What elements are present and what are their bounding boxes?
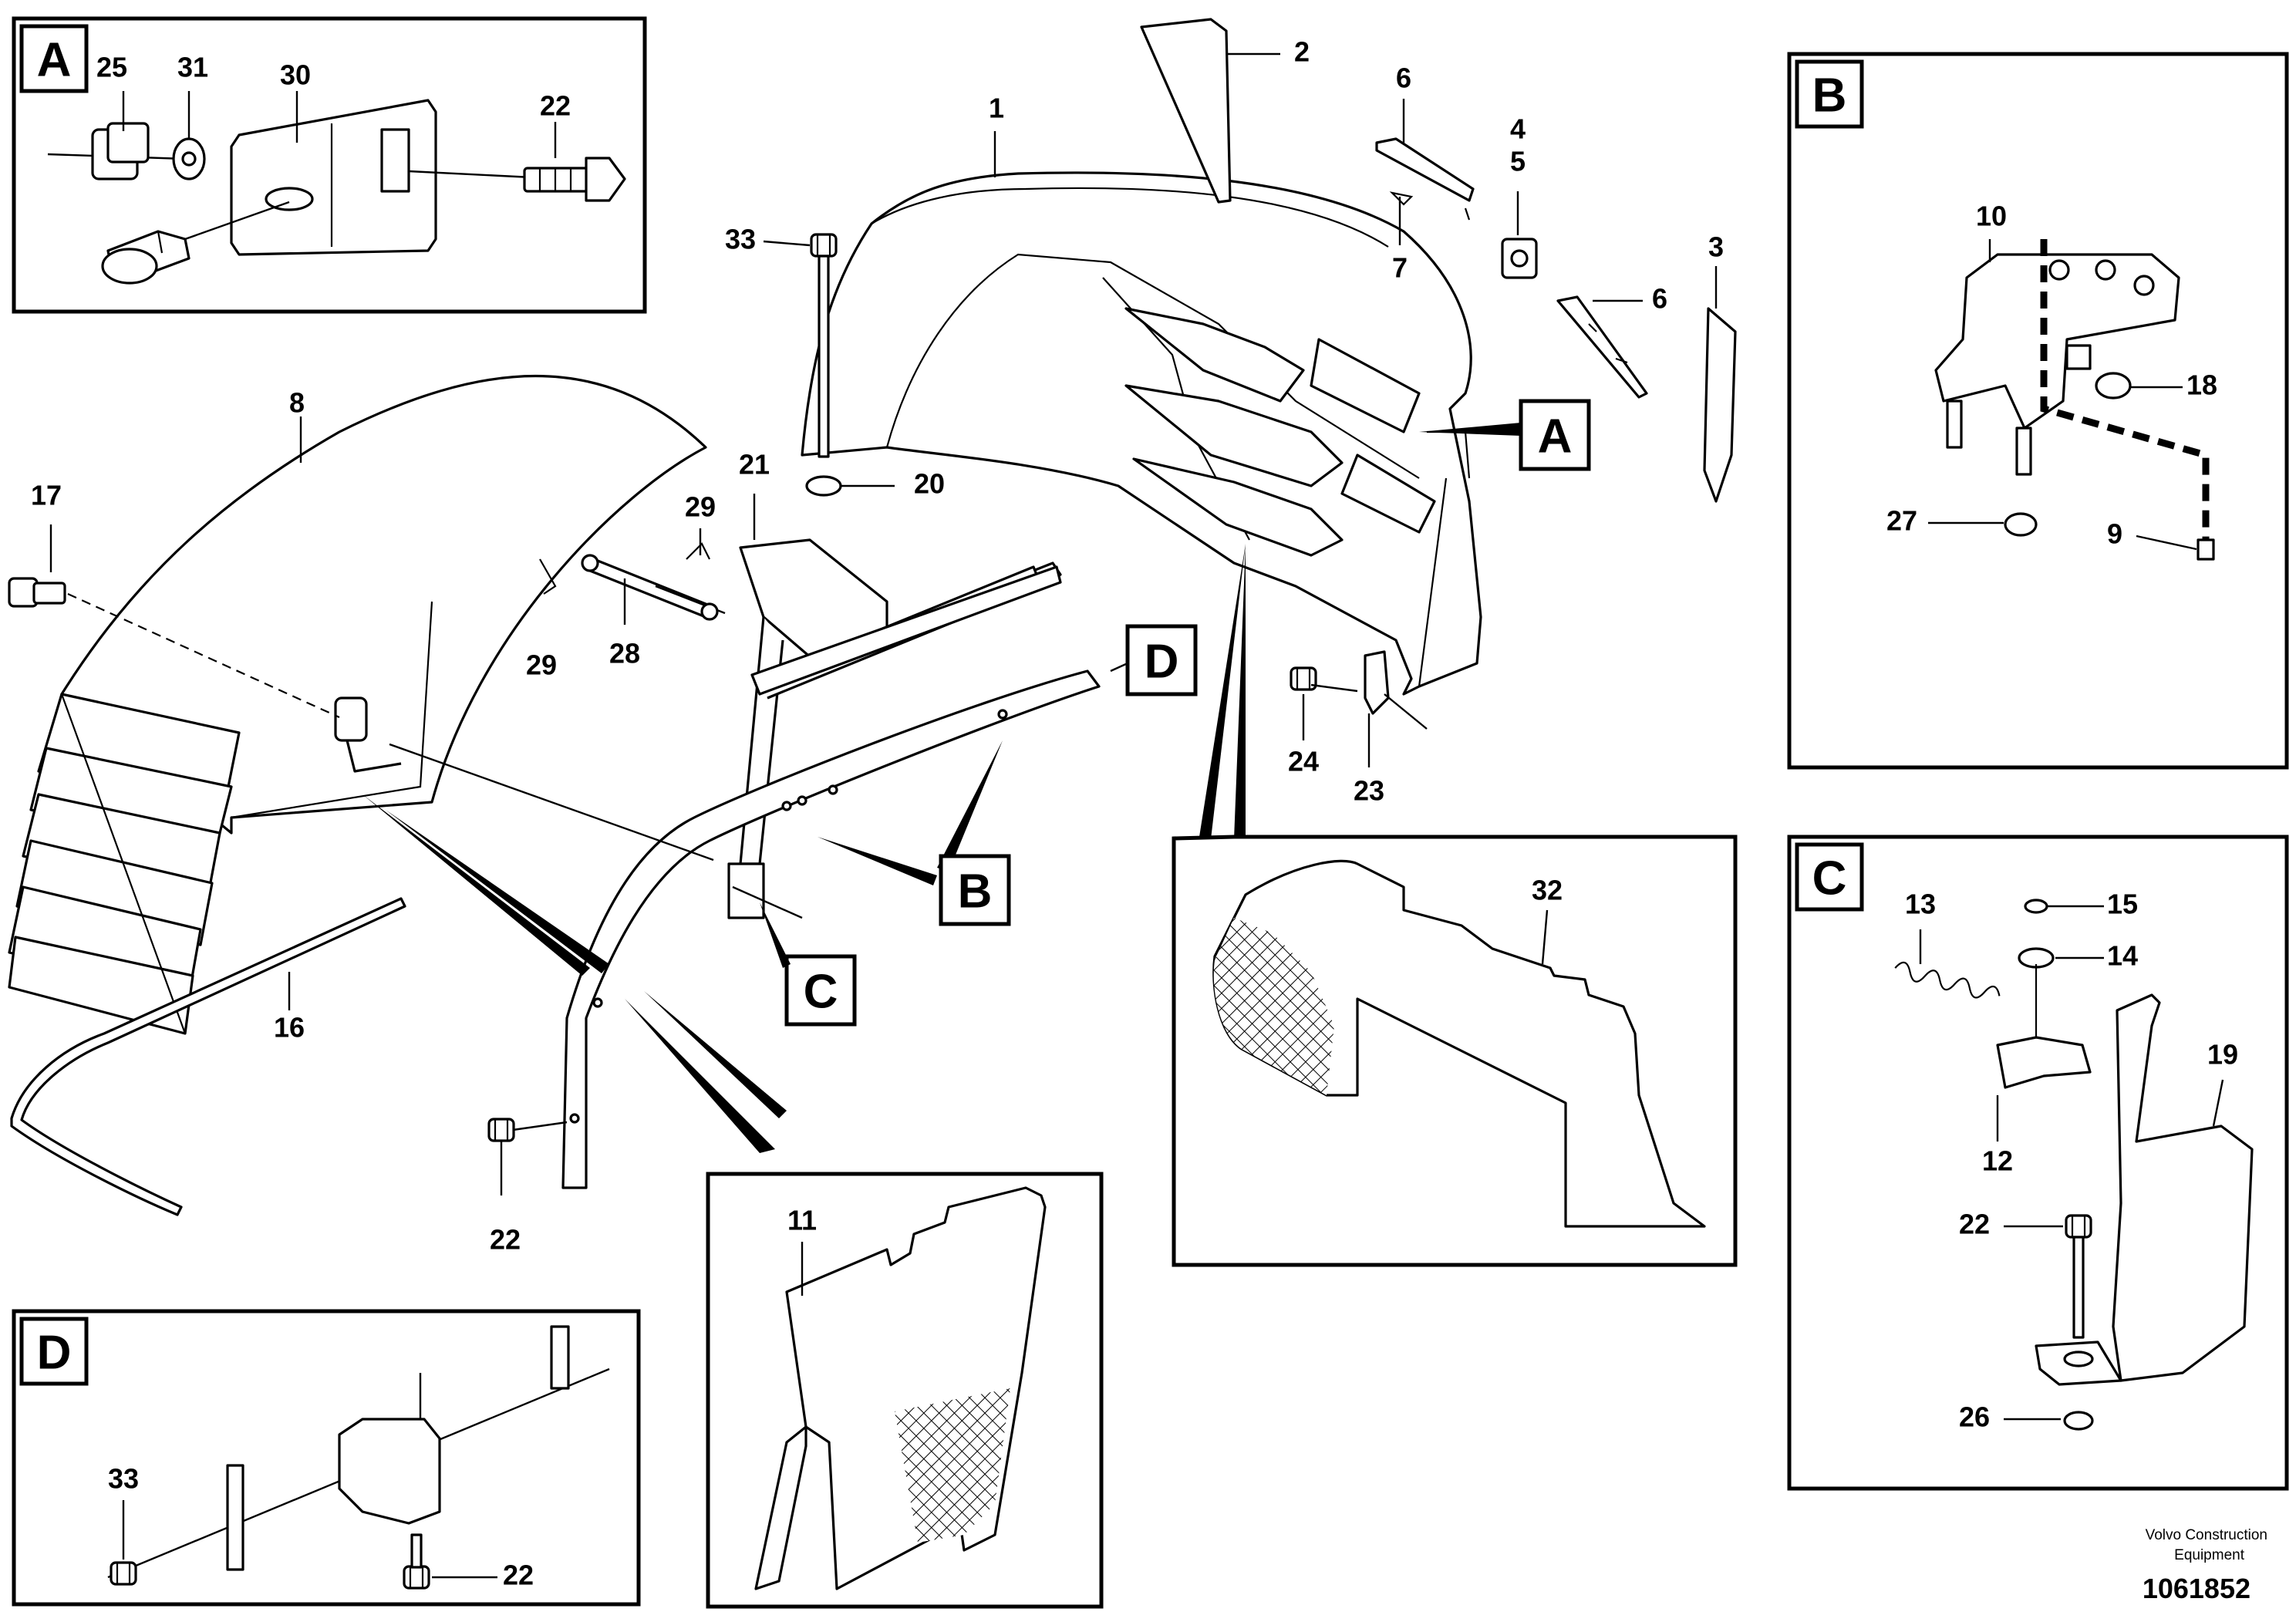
callout-2: 2 (1294, 36, 1310, 68)
callout-c-13: 13 (1905, 889, 1936, 920)
callout-c-15: 15 (2107, 889, 2138, 920)
mesh-pattern-icon (895, 1388, 1010, 1543)
callout-32: 32 (1532, 875, 1563, 906)
callout-7: 7 (1392, 252, 1408, 284)
detail-tag-b-main: B (958, 865, 993, 919)
callout-b-18: 18 (2186, 369, 2217, 401)
bracket-plate (230, 99, 437, 256)
callout-b-9: 9 (2107, 518, 2122, 550)
spring-icon (1894, 929, 2001, 999)
detail-box-b: B (1787, 52, 2289, 770)
latch-clip (1290, 650, 1428, 767)
hex-bolt-icon (408, 157, 626, 202)
callout-1: 1 (989, 93, 1004, 124)
hood-hinge-upper (1375, 99, 1475, 245)
detail-tag-a: A (37, 34, 72, 87)
callout-a-31: 31 (177, 52, 208, 83)
detail-box-panel-11 (706, 1172, 1104, 1609)
hex-bolt-icon (763, 233, 895, 497)
callout-29-top: 29 (685, 491, 716, 523)
detail-tag-frame-d (19, 1317, 89, 1386)
callout-b-10: 10 (1976, 201, 2007, 232)
detail-box-a: A (12, 16, 647, 314)
detail-tag-frame-b (1795, 59, 1864, 129)
callout-21: 21 (739, 449, 770, 481)
callout-20: 20 (914, 468, 945, 500)
detail-box-c: C (1787, 835, 2289, 1491)
callout-a-30: 30 (280, 59, 311, 91)
detail-tag-a-main: A (1538, 410, 1573, 464)
callout-29-left: 29 (526, 649, 557, 681)
detail-box-d: D (12, 1309, 641, 1607)
callout-3: 3 (1708, 231, 1724, 263)
document-number: 1061852 (2143, 1573, 2250, 1604)
callout-c-12: 12 (1982, 1145, 2013, 1177)
maker-line-1: Volvo Construction (2146, 1527, 2267, 1543)
tag-frame-d-main (1125, 624, 1198, 696)
tag-frame-b-main (939, 854, 1011, 926)
callout-6-top: 6 (1396, 62, 1411, 94)
callout-a-25: 25 (96, 52, 127, 83)
clip-nut-icon (47, 122, 206, 180)
left-fender (8, 374, 707, 1035)
gas-strut (539, 542, 726, 625)
decal-panel (1140, 18, 1280, 204)
callout-d-33: 33 (108, 1463, 139, 1495)
callout-16: 16 (274, 1012, 305, 1044)
detail-tag-d-main: D (1145, 636, 1179, 689)
maker-line-2: Equipment (2174, 1547, 2245, 1563)
detail-tag-c-main: C (804, 966, 838, 1019)
callout-5: 5 (1510, 146, 1526, 177)
callout-a-22: 22 (540, 90, 571, 122)
curved-support-arm (487, 669, 1101, 1195)
callout-6-right: 6 (1652, 283, 1667, 315)
callout-b-27: 27 (1886, 505, 1917, 537)
grease-fitting-icon (8, 524, 66, 608)
detail-tag-frame-c (1795, 842, 1864, 912)
detail-tag-c: C (1812, 852, 1847, 905)
callout-c-14: 14 (2107, 940, 2138, 972)
hood-hinge-lower (1556, 295, 1648, 399)
detail-tag-d: D (37, 1327, 72, 1380)
latch-plate (1501, 191, 1538, 279)
detail-tag-b: B (1812, 69, 1847, 123)
callout-8: 8 (289, 387, 305, 419)
callout-11: 11 (787, 1205, 817, 1236)
callout-c-26: 26 (1959, 1401, 1990, 1433)
callout-22-main: 22 (490, 1224, 521, 1256)
callout-c-19: 19 (2207, 1039, 2238, 1071)
callout-33-main: 33 (725, 224, 756, 255)
callout-23: 23 (1354, 775, 1384, 807)
side-decal (1703, 266, 1737, 503)
detail-tag-frame-a (19, 24, 89, 93)
engine-hood (801, 131, 1482, 696)
detail-box-panel-32 (1172, 835, 1738, 1267)
callout-c-22: 22 (1959, 1209, 1990, 1240)
tag-frame-c-main (784, 954, 857, 1027)
support-frame (727, 494, 1062, 919)
edge-seal-strip (10, 897, 406, 1216)
callout-d-22: 22 (503, 1560, 534, 1591)
hex-bolt-icon (101, 201, 290, 285)
callout-17: 17 (31, 480, 62, 511)
tag-frame-a-main (1519, 399, 1591, 471)
mesh-pattern-icon (1213, 918, 1334, 1095)
callout-28: 28 (609, 638, 640, 669)
callout-24: 24 (1288, 746, 1319, 777)
callout-4: 4 (1510, 113, 1526, 145)
